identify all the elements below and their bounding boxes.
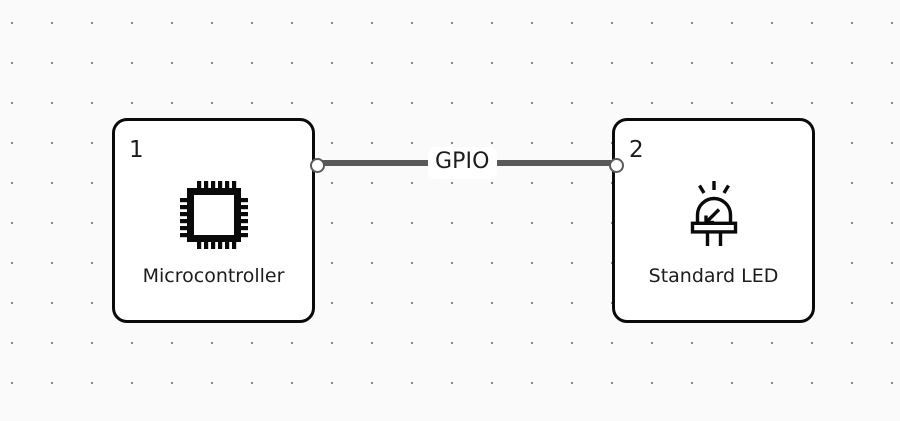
node-standard-led[interactable]: 2 — [609, 118, 815, 323]
edge-label-gpio[interactable]: GPIO — [428, 147, 497, 179]
output-port-gpio[interactable] — [310, 158, 325, 173]
node-badge-number: 2 — [629, 137, 644, 163]
node-label-standard-led: Standard LED — [648, 265, 779, 287]
microcontroller-chip-icon — [115, 177, 312, 253]
node-microcontroller[interactable]: 1 — [112, 118, 325, 323]
node-badge-number: 1 — [129, 137, 144, 163]
input-port-gpio[interactable] — [609, 158, 624, 173]
edge-label-text: GPIO — [435, 149, 490, 174]
led-icon — [615, 177, 812, 253]
node-label-microcontroller: Microcontroller — [142, 265, 285, 287]
